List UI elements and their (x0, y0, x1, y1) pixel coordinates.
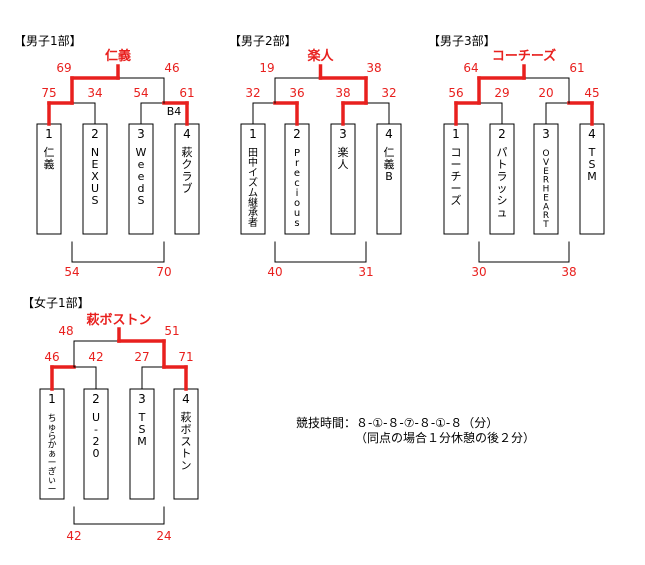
boys1-semi-score: 34 (87, 86, 102, 100)
boys3-semi-score: 56 (448, 86, 463, 100)
boys3-header: 【男子3部】 (428, 33, 496, 48)
boys2-team-number: 2 (293, 127, 301, 141)
boys3-team-box (489, 123, 515, 235)
girls1-third-score: 42 (66, 529, 81, 543)
boys1-team-box (174, 123, 200, 235)
boys2-semi-score: 36 (289, 86, 304, 100)
boys2-team-name: 楽人 (338, 146, 349, 171)
girls1-semi-score: 46 (44, 350, 59, 364)
boys1-team-name: 萩クラブ (182, 146, 193, 195)
girls1-final-score: 48 (58, 324, 73, 338)
boys1-team-number: 4 (183, 127, 191, 141)
girls1-team-box (39, 388, 65, 500)
girls1-semi-score: 42 (88, 350, 103, 364)
boys2-final-score: 19 (259, 61, 274, 75)
boys1-team-box (36, 123, 62, 235)
boys3-third-score: 30 (471, 265, 486, 279)
boys2-third-score: 40 (267, 265, 282, 279)
boys2-semi-score: 32 (381, 86, 396, 100)
boys2-third-score: 31 (358, 265, 373, 279)
boys1-semi-score: 54 (133, 86, 148, 100)
boys1-team-number: 3 (137, 127, 145, 141)
girls1-third-score: 24 (156, 529, 171, 543)
boys3-team-box (443, 123, 469, 235)
boys1-header: 【男子1部】 (14, 33, 82, 48)
boys1-third-score: 70 (156, 265, 171, 279)
boys2-team-number: 4 (385, 127, 393, 141)
boys1-champion-label: 仁義 (105, 48, 131, 64)
boys3-team-number: 1 (452, 127, 460, 141)
boys2-team-box (376, 123, 402, 235)
boys3-team-number: 3 (542, 127, 550, 141)
boys2-semi-score: 38 (335, 86, 350, 100)
boys2-team-name: 田中イズム継承者 (248, 148, 258, 229)
girls1-final-score: 51 (164, 324, 179, 338)
boys2-team-box (284, 123, 310, 235)
girls1-team-box (129, 388, 155, 500)
boys1-final-score: 69 (56, 61, 71, 75)
boys2-header: 【男子2部】 (229, 33, 297, 48)
boys2-team-number: 1 (249, 127, 257, 141)
girls1-header: 【女子1部】 (22, 295, 90, 310)
boys1-final-score: 46 (164, 61, 179, 75)
girls1-champion-label: 萩ボストン (85, 312, 151, 328)
girls1-team-box (173, 388, 199, 500)
timing-note-line2: （同点の場合１分休憩の後２分） (355, 431, 536, 445)
boys3-semi-score: 29 (494, 86, 509, 100)
girls1-team-number: 4 (182, 392, 190, 406)
girls1-semi-score: 71 (178, 350, 193, 364)
boys1-semi-score: 75 (41, 86, 56, 100)
boys2-final-score: 38 (366, 61, 381, 75)
boys3-final-score: 64 (463, 61, 478, 75)
girls1-semi-score: 27 (134, 350, 149, 364)
boys1-team-name: 仁義 (44, 146, 55, 171)
timing-note-line1: 競技時間：８-①-８-⑦-８-①-８（分） (296, 416, 499, 430)
boys1-semi-score: 61 (179, 86, 194, 100)
boys1-extra-label: B4 (167, 105, 182, 118)
boys3-final-score: 61 (569, 61, 584, 75)
girls1-team-number: 3 (138, 392, 146, 406)
boys2-champion-label: 楽人 (306, 48, 334, 64)
boys3-team-name: コーチーズ (451, 146, 462, 207)
boys2-team-number: 3 (339, 127, 347, 141)
boys3-team-name: パトラッシュ (497, 146, 508, 219)
boys3-semi-score: 45 (584, 86, 599, 100)
boys1-team-number: 2 (91, 127, 99, 141)
boys3-semi-score: 20 (538, 86, 553, 100)
boys3-team-number: 2 (498, 127, 506, 141)
girls1-team-name: 萩ボストン (181, 411, 192, 472)
boys3-champion-label: コーチーズ (492, 48, 556, 64)
girls1-team-number: 2 (92, 392, 100, 406)
boys1-third-score: 54 (64, 265, 79, 279)
boys2-team-box (330, 123, 356, 235)
boys3-third-score: 38 (561, 265, 576, 279)
boys3-team-number: 4 (588, 127, 596, 141)
boys2-semi-score: 32 (245, 86, 260, 100)
boys3-team-box (533, 123, 559, 235)
boys1-team-box (82, 123, 108, 235)
girls1-team-name: ちゅらかぁーぎぃー (48, 413, 57, 495)
boys1-team-number: 1 (45, 127, 53, 141)
girls1-team-number: 1 (48, 392, 56, 406)
